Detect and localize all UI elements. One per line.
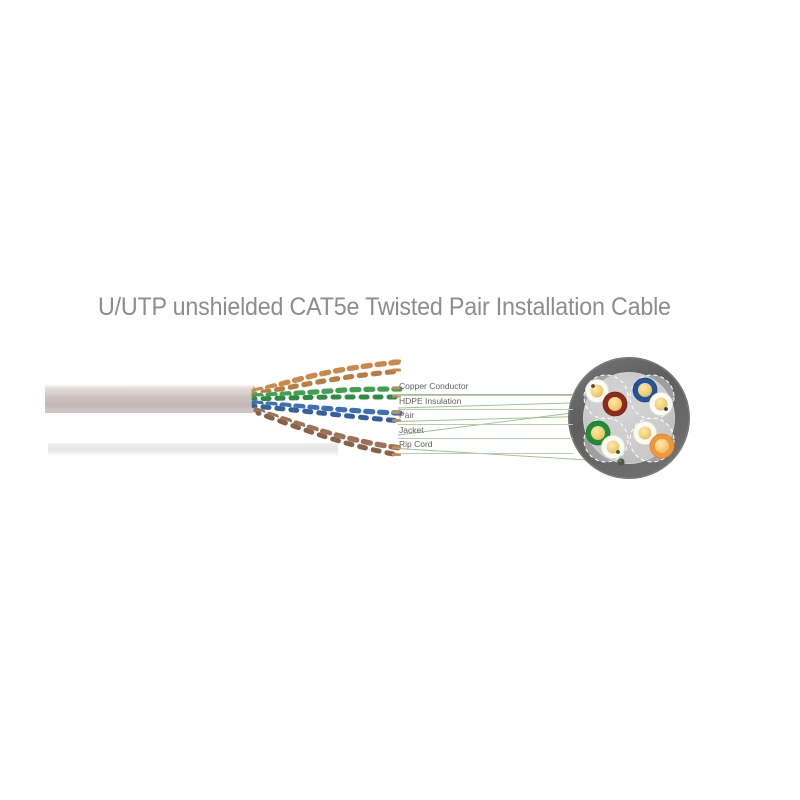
pair-green-cross — [583, 417, 629, 463]
twisted-pairs-group — [251, 359, 403, 458]
green-pair — [251, 386, 403, 402]
cable-cross-section — [568, 357, 690, 479]
callout-label-list: Copper Conductor HDPE Insulation Pair Ja… — [398, 381, 573, 454]
blue-pair — [251, 400, 403, 424]
cable-jacket — [45, 385, 259, 413]
brown-pair — [253, 407, 403, 458]
pair-brown-cross — [583, 374, 629, 420]
callout-label-copper-conductor: Copper Conductor — [398, 381, 573, 396]
callout-label-pair: Pair — [398, 410, 573, 425]
cable-shadow — [48, 443, 338, 456]
callout-label-hdpe-insulation: HDPE Insulation — [398, 396, 573, 411]
page-title: U/UTP unshielded CAT5e Twisted Pair Inst… — [98, 293, 671, 321]
rip-cord-dot — [617, 458, 625, 466]
callout-label-jacket: Jacket — [398, 425, 573, 440]
orange-pair — [251, 359, 403, 397]
pair-orange-cross — [629, 417, 675, 463]
leader-line-pair — [397, 415, 599, 422]
pair-blue-cross — [629, 374, 675, 420]
leader-line-jacket — [397, 411, 581, 436]
leader-line-rip-cord — [397, 448, 622, 463]
callout-label-rip-cord: Rip Cord — [398, 439, 573, 454]
leader-line-hdpe-insulation — [397, 401, 605, 409]
